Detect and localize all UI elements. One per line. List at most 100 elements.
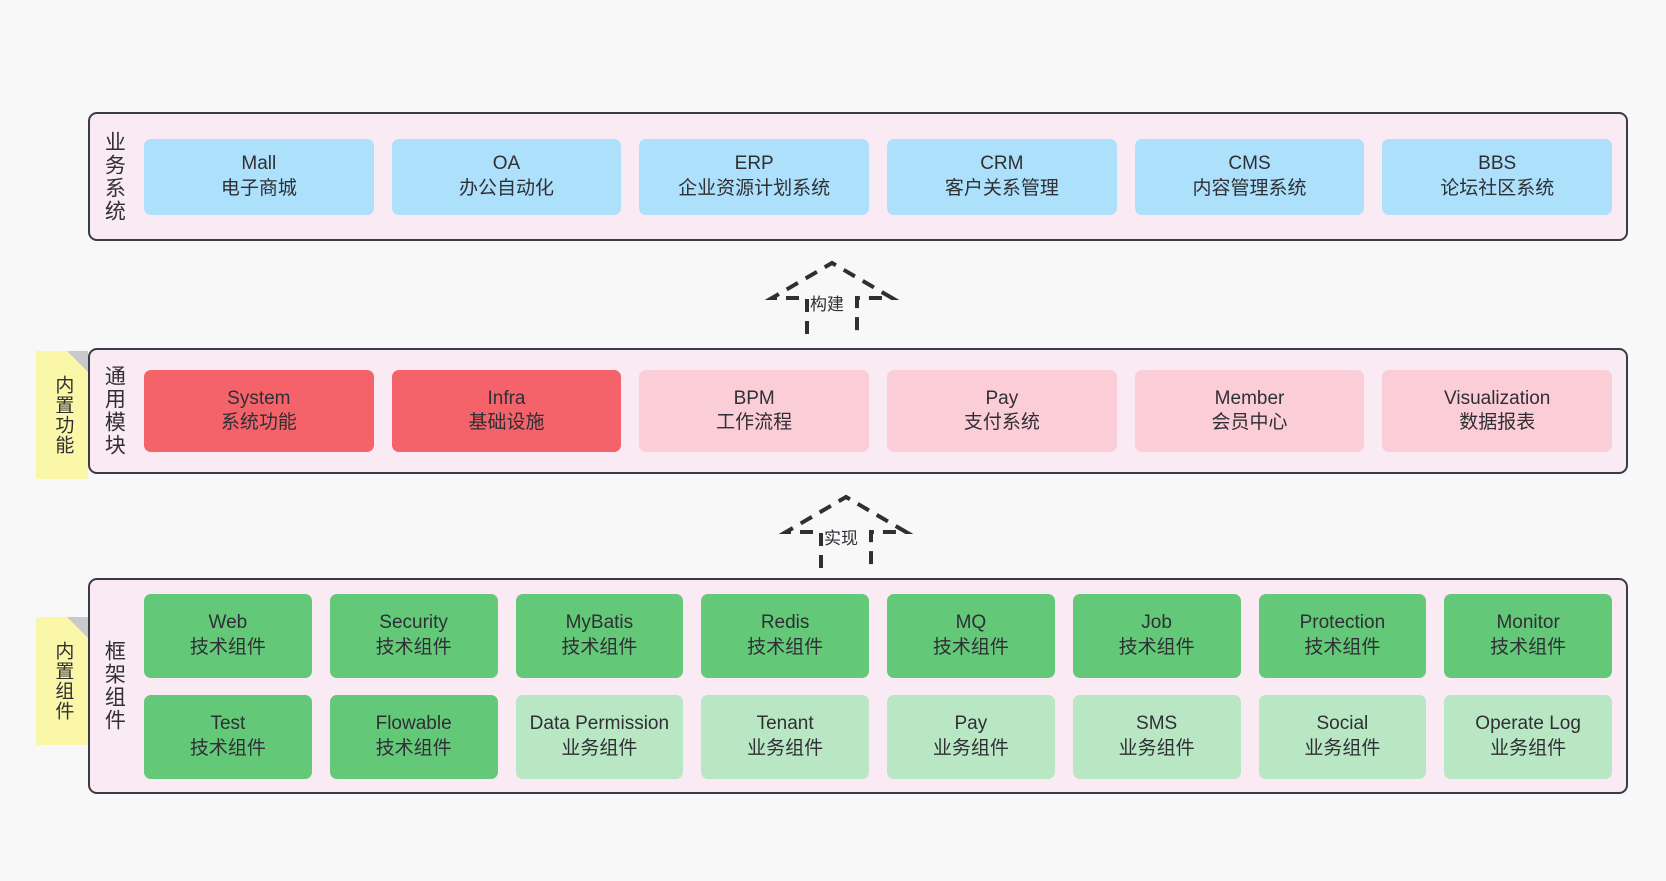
module-card-subtitle: 技术组件 xyxy=(375,737,452,759)
arrow-build-label: 构建 xyxy=(810,295,844,314)
layer-body-framework-component: Web 技术组件 Security 技术组件 MyBatis 技术组件 Redi… xyxy=(136,580,1626,792)
module-card-bbs[interactable]: BBS 论坛社区系统 xyxy=(1382,138,1613,215)
page-fold-icon xyxy=(67,351,88,372)
layer-common-module: 通用模块 System 系统功能 Infra 基础设施 BPM 工作流程 Pay… xyxy=(88,348,1628,474)
module-card-title: Mall xyxy=(241,153,277,175)
module-card-title: BBS xyxy=(1478,153,1517,175)
layer-title-common-module: 通用模块 xyxy=(102,365,126,457)
module-card-security[interactable]: Security 技术组件 xyxy=(329,593,498,678)
module-card-web[interactable]: Web 技术组件 xyxy=(144,593,312,678)
module-card-subtitle: 企业资源计划系统 xyxy=(678,177,831,199)
module-card-title: Tenant xyxy=(756,713,814,735)
module-card-subtitle: 论坛社区系统 xyxy=(1440,177,1555,199)
layer-body-business-system: Mall 电子商城 OA 办公自动化 ERP 企业资源计划系统 CRM 客户关系… xyxy=(136,114,1626,239)
module-card-title: Social xyxy=(1316,713,1369,735)
module-card-title: Monitor xyxy=(1496,612,1560,634)
module-card-subtitle: 内容管理系统 xyxy=(1192,177,1307,199)
module-card-subtitle: 技术组件 xyxy=(375,636,452,658)
arrow-build: 构建 xyxy=(752,258,912,350)
module-card-subtitle: 系统功能 xyxy=(220,412,297,433)
module-card-job[interactable]: Job 技术组件 xyxy=(1072,593,1241,678)
module-card-subtitle: 业务组件 xyxy=(561,737,638,759)
module-card-subtitle: 技术组件 xyxy=(189,737,266,759)
module-card-title: CRM xyxy=(980,153,1024,175)
module-card-subtitle: 办公自动化 xyxy=(459,177,555,199)
module-card-title: Operate Log xyxy=(1475,713,1581,735)
module-card-oa[interactable]: OA 办公自动化 xyxy=(391,138,622,215)
module-card-social[interactable]: Social 业务组件 xyxy=(1258,694,1427,779)
module-card-mall[interactable]: Mall 电子商城 xyxy=(144,138,374,215)
note-label: 内置组件 xyxy=(52,641,74,721)
row: System 系统功能 Infra 基础设施 BPM 工作流程 Pay 支付系统… xyxy=(144,370,1613,452)
module-card-title: Job xyxy=(1141,612,1172,634)
module-card-title: Test xyxy=(210,713,246,735)
module-card-cms[interactable]: CMS 内容管理系统 xyxy=(1134,138,1365,215)
module-card-subtitle: 技术组件 xyxy=(561,636,638,658)
note-builtin-function: 内置功能 xyxy=(36,351,88,479)
module-card-title: Web xyxy=(208,612,248,634)
module-card-title: Flowable xyxy=(375,713,452,735)
module-card-subtitle: 业务组件 xyxy=(1118,737,1195,759)
module-card-subtitle: 客户关系管理 xyxy=(944,177,1059,199)
module-card-title: MyBatis xyxy=(565,612,634,634)
layer-business-system: 业务系统 Mall 电子商城 OA 办公自动化 ERP 企业资源计划系统 CRM… xyxy=(88,112,1628,241)
module-card-title: Pay xyxy=(954,713,988,735)
module-card-erp[interactable]: ERP 企业资源计划系统 xyxy=(639,138,870,215)
arrow-implement-icon xyxy=(778,494,914,568)
module-card-sms[interactable]: SMS 业务组件 xyxy=(1072,694,1241,779)
module-card-data-permission[interactable]: Data Permission 业务组件 xyxy=(515,694,684,779)
module-card-subtitle: 技术组件 xyxy=(189,636,266,658)
module-card-subtitle: 技术组件 xyxy=(1118,636,1195,658)
module-card-protection[interactable]: Protection 技术组件 xyxy=(1258,593,1427,678)
module-card-pay-business[interactable]: Pay 业务组件 xyxy=(887,694,1055,779)
module-card-subtitle: 会员中心 xyxy=(1211,412,1288,433)
row: Test 技术组件 Flowable 技术组件 Data Permission … xyxy=(144,694,1612,779)
module-card-title: Security xyxy=(379,612,448,634)
module-card-infra[interactable]: Infra 基础设施 xyxy=(391,370,622,452)
module-card-subtitle: 数据报表 xyxy=(1459,412,1536,433)
module-card-subtitle: 业务组件 xyxy=(1490,737,1567,759)
layer-framework-component: 框架组件 Web 技术组件 Security 技术组件 MyBatis 技术组件… xyxy=(88,578,1628,794)
module-card-monitor[interactable]: Monitor 技术组件 xyxy=(1444,593,1612,678)
module-card-subtitle: 技术组件 xyxy=(747,636,824,658)
module-card-bpm[interactable]: BPM 工作流程 xyxy=(639,370,870,452)
module-card-title: BPM xyxy=(733,387,775,409)
module-card-system[interactable]: System 系统功能 xyxy=(144,370,374,452)
module-card-subtitle: 支付系统 xyxy=(963,412,1040,433)
module-card-subtitle: 技术组件 xyxy=(932,636,1009,658)
module-card-flowable[interactable]: Flowable 技术组件 xyxy=(329,694,498,779)
module-card-title: Pay xyxy=(985,387,1019,409)
module-card-crm[interactable]: CRM 客户关系管理 xyxy=(887,138,1117,215)
module-card-tenant[interactable]: Tenant 业务组件 xyxy=(701,694,869,779)
module-card-subtitle: 技术组件 xyxy=(1490,636,1567,658)
row: Mall 电子商城 OA 办公自动化 ERP 企业资源计划系统 CRM 客户关系… xyxy=(144,138,1613,215)
module-card-mq[interactable]: MQ 技术组件 xyxy=(887,593,1055,678)
module-card-subtitle: 工作流程 xyxy=(716,412,793,433)
module-card-title: MQ xyxy=(955,612,987,634)
module-card-pay[interactable]: Pay 支付系统 xyxy=(887,370,1117,452)
layer-body-common-module: System 系统功能 Infra 基础设施 BPM 工作流程 Pay 支付系统… xyxy=(136,350,1626,472)
module-card-subtitle: 业务组件 xyxy=(932,737,1009,759)
note-label: 内置功能 xyxy=(52,375,74,455)
arrow-implement: 实现 xyxy=(766,492,926,570)
module-card-subtitle: 业务组件 xyxy=(1304,737,1381,759)
module-card-member[interactable]: Member 会员中心 xyxy=(1134,370,1365,452)
arrow-build-icon xyxy=(764,260,900,334)
module-card-title: Member xyxy=(1214,387,1285,409)
module-card-redis[interactable]: Redis 技术组件 xyxy=(701,593,869,678)
module-card-title: System xyxy=(227,387,291,409)
page-fold-icon xyxy=(67,617,88,638)
module-card-title: OA xyxy=(492,153,521,175)
module-card-mybatis[interactable]: MyBatis 技术组件 xyxy=(515,593,684,678)
layer-title-business-system: 业务系统 xyxy=(102,130,126,223)
module-card-subtitle: 技术组件 xyxy=(1304,636,1381,658)
module-card-test[interactable]: Test 技术组件 xyxy=(144,694,312,779)
arrow-implement-label: 实现 xyxy=(824,529,858,548)
module-card-operate-log[interactable]: Operate Log 业务组件 xyxy=(1444,694,1612,779)
module-card-subtitle: 基础设施 xyxy=(468,412,545,433)
module-card-visualization[interactable]: Visualization 数据报表 xyxy=(1382,370,1613,452)
module-card-title: Infra xyxy=(487,387,526,409)
module-card-title: Visualization xyxy=(1444,387,1551,409)
module-card-title: CMS xyxy=(1228,153,1271,175)
